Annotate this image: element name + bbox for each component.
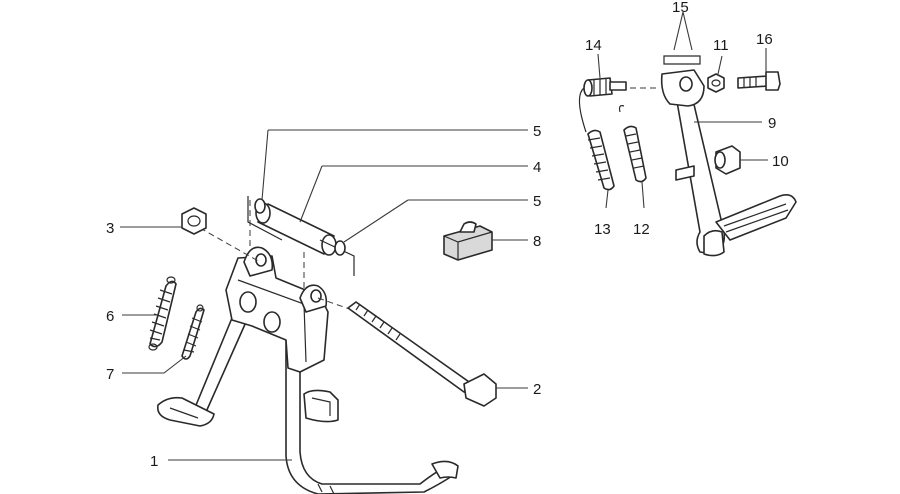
leader-line xyxy=(261,129,528,201)
callout-15: 15 xyxy=(672,0,689,16)
callout-7: 7 xyxy=(106,366,114,383)
bushing-lower xyxy=(319,239,355,276)
leader-line xyxy=(717,55,723,75)
spring-right-short xyxy=(618,105,647,183)
leader-line xyxy=(299,165,528,223)
callout-4: 4 xyxy=(533,159,541,176)
long-bolt xyxy=(347,301,497,407)
callout-14: 14 xyxy=(585,37,602,54)
rubber-block xyxy=(443,221,493,261)
spring-hook-pin xyxy=(583,77,627,97)
callout-8: 8 xyxy=(533,233,541,250)
leader-line xyxy=(605,189,609,209)
leader-line xyxy=(597,53,601,79)
leader-line xyxy=(673,11,693,51)
bolt xyxy=(737,71,781,91)
callout-6: 6 xyxy=(106,308,114,325)
callout-1: 1 xyxy=(150,453,158,470)
spring-small xyxy=(181,304,205,360)
bushing-upper xyxy=(247,196,283,241)
main-stand xyxy=(156,246,459,494)
pivot-tube xyxy=(255,202,337,256)
leader-line xyxy=(343,199,528,243)
callout-5-lower: 5 xyxy=(533,193,541,210)
bushing-right xyxy=(714,145,741,175)
nut-small xyxy=(707,73,725,93)
callout-11: 11 xyxy=(713,37,729,54)
assembly-line xyxy=(199,227,261,263)
spring-large xyxy=(148,276,177,351)
callout-5-upper: 5 xyxy=(533,123,541,140)
leader-line xyxy=(641,181,645,209)
callout-10: 10 xyxy=(772,153,789,170)
nut xyxy=(181,207,207,235)
callout-9: 9 xyxy=(768,115,776,132)
callout-3: 3 xyxy=(106,220,114,237)
callout-12: 12 xyxy=(633,221,650,238)
callout-16: 16 xyxy=(756,31,773,48)
spring-right-long xyxy=(578,87,615,191)
leader-line xyxy=(122,355,187,374)
side-stand xyxy=(660,55,797,257)
callout-2: 2 xyxy=(533,381,541,398)
callout-13: 13 xyxy=(594,221,611,238)
